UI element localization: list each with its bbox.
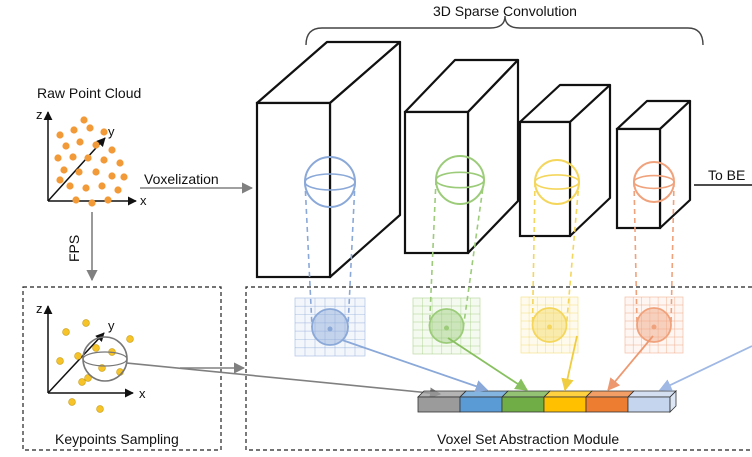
raw-point bbox=[66, 182, 74, 190]
feature-vector bbox=[417, 390, 677, 413]
feature-segment bbox=[459, 390, 509, 413]
raw-point bbox=[92, 168, 100, 176]
raw-point bbox=[70, 126, 78, 134]
label-keypoints-sampling: Keypoints Sampling bbox=[55, 431, 179, 447]
feature-segment bbox=[627, 390, 677, 413]
feature-segment bbox=[543, 390, 593, 413]
conv-block-3 bbox=[518, 83, 612, 238]
raw-point bbox=[54, 154, 62, 162]
voxel-level-2 bbox=[412, 155, 485, 355]
raw-point bbox=[116, 159, 124, 167]
raw-point bbox=[120, 173, 128, 181]
raw-point bbox=[75, 168, 83, 176]
raw-point bbox=[60, 166, 68, 174]
raw-point bbox=[108, 172, 116, 180]
voxel-level-1 bbox=[294, 156, 366, 357]
vsa-module-box bbox=[245, 286, 752, 451]
raw-point bbox=[92, 141, 100, 149]
keypoints-axis-z-label: z bbox=[36, 301, 43, 316]
keypoint bbox=[82, 319, 90, 327]
curly-brace bbox=[305, 15, 704, 46]
label-vsa-module: Voxel Set Abstraction Module bbox=[437, 431, 619, 447]
voxel-level-4 bbox=[624, 161, 684, 354]
keypoint bbox=[84, 374, 92, 382]
keypoint bbox=[92, 344, 100, 352]
label-to-bev: To BE bbox=[708, 167, 745, 183]
feature-segment bbox=[501, 390, 551, 413]
feature-segment bbox=[417, 390, 467, 413]
keypoints-axes: z x y bbox=[36, 301, 146, 401]
raw-point bbox=[86, 124, 94, 132]
keypoint-feature-arrow bbox=[125, 362, 442, 399]
feature-segment bbox=[585, 390, 635, 413]
raw-point bbox=[100, 128, 108, 136]
feature-vector-side bbox=[669, 390, 677, 413]
keypoint-sphere bbox=[82, 336, 128, 382]
raw-point bbox=[72, 196, 80, 204]
keypoints-axis-x-label: x bbox=[139, 386, 146, 401]
label-fps: FPS bbox=[66, 235, 82, 262]
keypoint bbox=[68, 398, 76, 406]
raw-point bbox=[108, 146, 116, 154]
label-raw-point-cloud: Raw Point Cloud bbox=[37, 85, 141, 101]
keypoints-sampling-box bbox=[22, 286, 222, 451]
keypoint bbox=[126, 335, 134, 343]
axis-z-label: z bbox=[36, 107, 43, 122]
raw-points bbox=[54, 116, 128, 207]
voxel-level-3 bbox=[520, 159, 580, 354]
raw-point bbox=[56, 176, 64, 184]
raw-point bbox=[84, 154, 92, 162]
voxel-levels bbox=[294, 155, 684, 357]
raw-point bbox=[104, 196, 112, 204]
title-3d-sparse-convolution: 3D Sparse Convolution bbox=[433, 3, 577, 19]
axis-x-label: x bbox=[140, 193, 147, 208]
keypoints bbox=[56, 319, 134, 413]
label-voxelization: Voxelization bbox=[144, 171, 219, 187]
raw-point bbox=[69, 153, 77, 161]
keypoint bbox=[96, 405, 104, 413]
keypoint bbox=[56, 357, 64, 365]
raw-point bbox=[88, 199, 96, 207]
conv-block-1 bbox=[255, 40, 402, 279]
raw-point bbox=[98, 182, 106, 190]
axis-y-label: y bbox=[108, 124, 115, 139]
arrow-level5 bbox=[658, 345, 752, 391]
arrow-level4 bbox=[607, 335, 654, 391]
raw-point bbox=[80, 116, 88, 124]
keypoint bbox=[74, 352, 82, 360]
conv-block-4 bbox=[615, 99, 692, 230]
arrow-level1 bbox=[341, 339, 489, 393]
raw-point bbox=[100, 156, 108, 164]
keypoints-axis-y-label: y bbox=[108, 318, 115, 333]
keypoint bbox=[62, 328, 70, 336]
arrow-level3 bbox=[561, 335, 578, 392]
raw-point bbox=[62, 142, 70, 150]
keypoint bbox=[78, 378, 86, 386]
arrow-level2 bbox=[447, 337, 529, 391]
raw-point bbox=[82, 184, 90, 192]
raw-point bbox=[114, 186, 122, 194]
raw-point bbox=[76, 138, 84, 146]
raw-point bbox=[56, 131, 64, 139]
